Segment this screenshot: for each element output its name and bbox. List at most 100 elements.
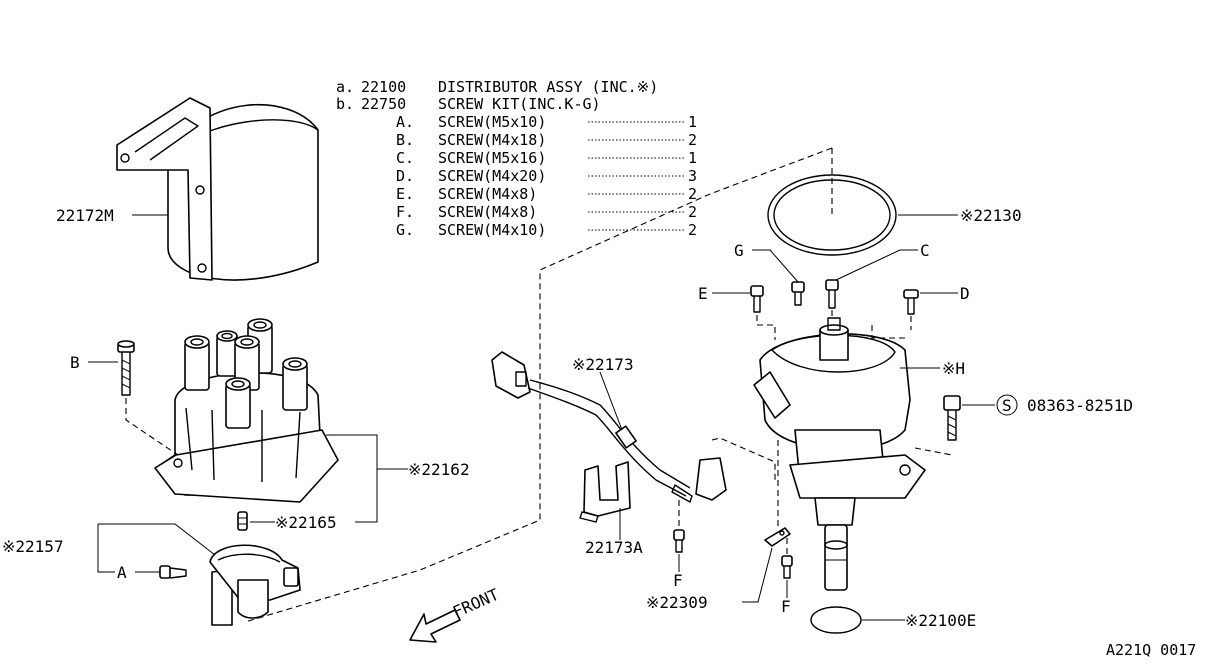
harness-connector bbox=[491, 351, 531, 399]
cap-tower bbox=[184, 335, 210, 391]
harness-wire-b bbox=[527, 387, 687, 497]
cap-tower bbox=[216, 330, 238, 377]
bracket-hole bbox=[195, 185, 205, 195]
harness-wire-a bbox=[529, 379, 691, 489]
legend-description: SCREW(M4x8) bbox=[438, 203, 537, 221]
legend-key: B. bbox=[396, 131, 414, 149]
distributor-body bbox=[753, 317, 926, 591]
screw-f-harness bbox=[673, 529, 685, 553]
callout-22165: ※22165 bbox=[275, 513, 337, 532]
diagram-code: A221Q 0017 bbox=[1106, 641, 1196, 659]
cap-tower bbox=[282, 357, 308, 411]
legend-quantity: 3 bbox=[688, 167, 697, 185]
harness-clip bbox=[671, 484, 693, 503]
front-label: FRONT bbox=[450, 585, 502, 622]
install-path bbox=[125, 398, 179, 456]
install-path bbox=[871, 325, 908, 339]
callout-a: A bbox=[117, 563, 127, 582]
screw-d bbox=[903, 289, 919, 315]
legend-quantity: 2 bbox=[688, 185, 697, 203]
callout-22172m: 22172M bbox=[56, 206, 114, 225]
screw-g bbox=[791, 281, 805, 306]
callout-c: C bbox=[920, 241, 930, 260]
callout-g: G bbox=[734, 241, 744, 260]
screw-a bbox=[159, 565, 187, 579]
callout-f-bracket: F bbox=[781, 597, 791, 616]
legend-key: C. bbox=[396, 149, 414, 167]
bracket-hole bbox=[197, 263, 207, 273]
distributor-cap-22162 bbox=[154, 318, 339, 503]
clamp-body bbox=[583, 461, 631, 517]
callout-d: D bbox=[960, 284, 970, 303]
o-ring-inner bbox=[773, 179, 891, 251]
leader-line bbox=[742, 547, 773, 603]
legend-quantity: 2 bbox=[688, 131, 697, 149]
harness-sleeve bbox=[615, 425, 637, 449]
bracket-22309 bbox=[764, 527, 791, 547]
legend-row-screw-g: G. SCREW(M4x10) 2 bbox=[396, 221, 697, 239]
callout-22162: ※22162 bbox=[408, 460, 470, 479]
bolt-08363-8251d bbox=[943, 395, 961, 441]
rotor-22157 bbox=[209, 544, 301, 626]
cap-flange bbox=[154, 429, 339, 503]
bracket-hole bbox=[120, 153, 130, 163]
legend-key: G. bbox=[396, 221, 414, 239]
legend-row-screw-b: B. SCREW(M4x18) 2 bbox=[396, 131, 697, 149]
legend-row-a: a. 22100 DISTRIBUTOR ASSY (INC.※) bbox=[336, 78, 658, 96]
legend-key: b. bbox=[336, 95, 354, 113]
legend-part-number: 22100 bbox=[361, 78, 406, 96]
legend-quantity: 2 bbox=[688, 221, 697, 239]
callout-e: E bbox=[698, 284, 708, 303]
rotor-body bbox=[237, 579, 269, 619]
rotor-tip bbox=[283, 567, 299, 587]
shaft-housing bbox=[814, 497, 856, 526]
legend-row-screw-e: E. SCREW(M4x8) 2 bbox=[396, 185, 697, 203]
legend: a. 22100 DISTRIBUTOR ASSY (INC.※) b. 227… bbox=[336, 78, 697, 239]
legend-row-screw-c: C. SCREW(M5x16) 1 bbox=[396, 149, 697, 167]
legend-key: E. bbox=[396, 185, 414, 203]
screw-f-bracket bbox=[781, 555, 793, 579]
install-path bbox=[756, 315, 776, 340]
callout-08363-prefix: S bbox=[1002, 396, 1012, 415]
assembly-boundary-line bbox=[244, 147, 833, 623]
harness-22173 bbox=[491, 351, 727, 503]
install-path bbox=[914, 447, 953, 456]
legend-key: a. bbox=[336, 78, 354, 96]
callout-22157: ※22157 bbox=[2, 537, 64, 556]
legend-quantity: 1 bbox=[688, 149, 697, 167]
harness-connector-latch bbox=[515, 371, 527, 387]
legend-part-number: 22750 bbox=[361, 95, 406, 113]
install-path bbox=[711, 437, 776, 480]
legend-quantity: 2 bbox=[688, 203, 697, 221]
legend-key: A. bbox=[396, 113, 414, 131]
leader-line bbox=[752, 249, 799, 283]
callout-22173a: 22173A bbox=[585, 538, 643, 557]
legend-key: F. bbox=[396, 203, 414, 221]
legend-row-screw-a: A. SCREW(M5x10) 1 bbox=[396, 113, 697, 131]
legend-row-screw-d: D. SCREW(M4x20) 3 bbox=[396, 167, 697, 185]
legend-description: SCREW(M4x10) bbox=[438, 221, 546, 239]
leader-line bbox=[97, 524, 115, 573]
callout-22100e: ※22100E bbox=[905, 611, 976, 630]
legend-quantity: 1 bbox=[688, 113, 697, 131]
o-ring-outer bbox=[767, 174, 897, 256]
standard-part-symbol bbox=[996, 394, 1018, 416]
callout-22309: ※22309 bbox=[646, 593, 708, 612]
shaft-seal bbox=[824, 540, 848, 550]
cover-bracket bbox=[116, 97, 213, 281]
leader-line bbox=[599, 371, 623, 431]
callout-h: ※H bbox=[942, 359, 965, 378]
housing-connector-boss bbox=[753, 371, 791, 419]
mounting-flange bbox=[789, 454, 926, 499]
flange-slot bbox=[899, 464, 911, 476]
bracket-slot bbox=[134, 117, 199, 161]
clamp-tab bbox=[579, 511, 599, 523]
legend-description: SCREW(M4x20) bbox=[438, 167, 546, 185]
housing-rim bbox=[771, 334, 896, 373]
legend-description: SCREW(M5x16) bbox=[438, 149, 546, 167]
cap-ribs bbox=[185, 407, 301, 482]
leader-line bbox=[326, 434, 378, 523]
front-arrow-icon bbox=[409, 609, 461, 643]
callout-08363-8251d: 08363-8251D bbox=[1027, 396, 1133, 415]
